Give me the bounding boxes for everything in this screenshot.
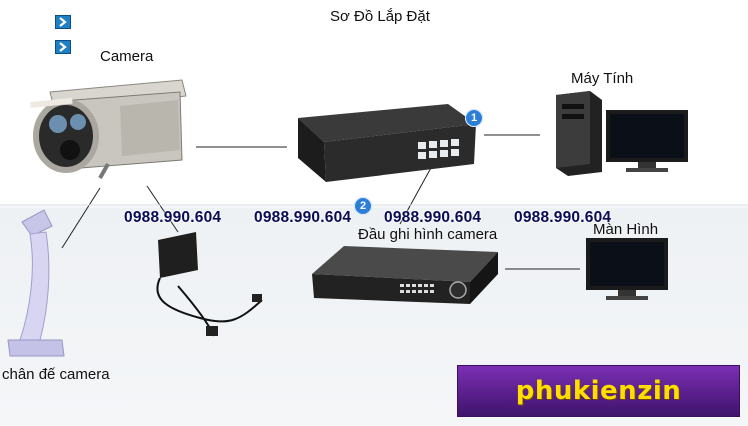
network-switch-icon xyxy=(298,104,476,182)
diagram-title: Sơ Đồ Lắp Đặt xyxy=(330,8,430,25)
connection-lines xyxy=(61,134,580,270)
dvr-recorder-icon xyxy=(312,246,498,304)
port-badge-2: 2 xyxy=(354,197,372,215)
switch-to-recorder-line xyxy=(399,165,433,225)
camera-to-power-line xyxy=(146,185,179,233)
brand-name: phukienzin xyxy=(515,376,682,406)
monitor-label: Màn Hình xyxy=(593,221,659,238)
computer-icon xyxy=(556,91,688,176)
stand-label: chân đế camera xyxy=(2,366,110,383)
camera-icon xyxy=(30,79,187,179)
phone-number: 0988.990.604 xyxy=(514,209,612,226)
brand-banner[interactable]: phukienzin xyxy=(457,365,740,417)
camera-to-stand-line xyxy=(61,187,101,249)
recorder-label: Đầu ghi hình camera xyxy=(358,226,498,243)
camera-label: Camera xyxy=(100,48,154,65)
power-adapter-icon xyxy=(156,232,263,337)
monitor-icon xyxy=(586,238,668,300)
phone-number: 0988.990.604 xyxy=(124,209,222,226)
chevron-right-icon[interactable] xyxy=(55,15,71,29)
port-badge-1: 1 xyxy=(465,109,483,127)
phone-number: 0988.990.604 xyxy=(384,209,482,226)
phone-number: 0988.990.604 xyxy=(254,209,352,226)
camera-stand-icon xyxy=(7,209,65,357)
computer-label: Máy Tính xyxy=(571,70,634,87)
chevron-right-icon[interactable] xyxy=(55,40,71,54)
